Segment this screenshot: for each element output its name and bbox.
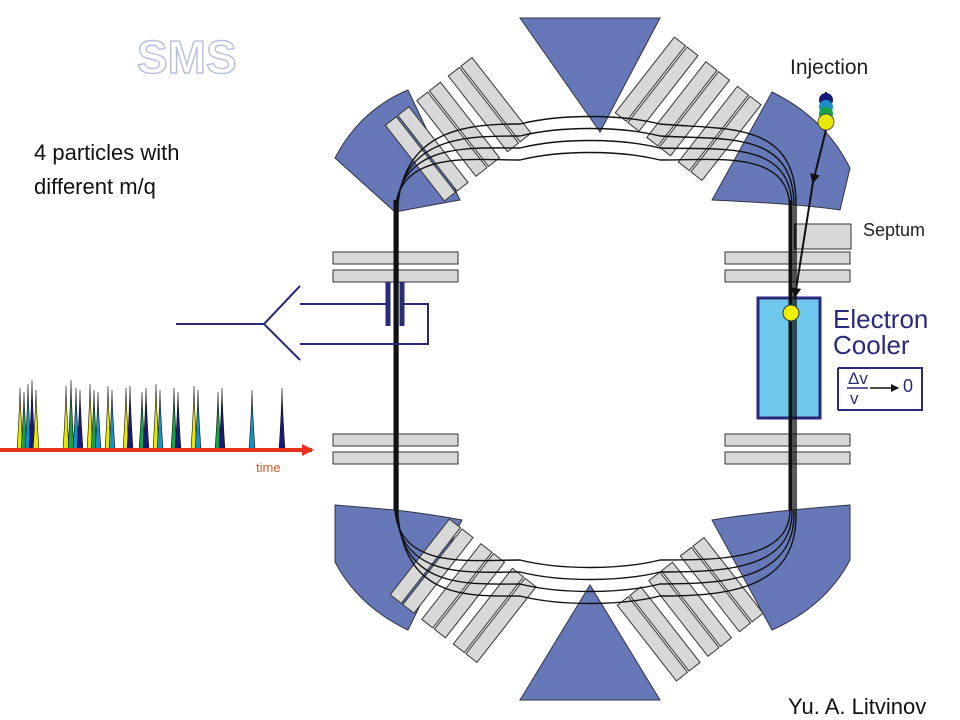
- particle-in-cooler: [782, 304, 800, 322]
- quad-right-lower: [724, 433, 851, 465]
- zero-label: 0: [903, 376, 913, 396]
- signal-peak: [32, 389, 40, 451]
- delta-v-box: [837, 367, 923, 411]
- signal-peaks: [16, 379, 286, 451]
- quad-right-upper: [724, 251, 851, 283]
- title: SMS: [137, 31, 237, 83]
- time-signal: [0, 379, 314, 456]
- annotation-line1: 4 particles with: [34, 140, 180, 165]
- dipole-lower-right: [711, 504, 851, 631]
- dipole-bottom-center: [519, 584, 661, 701]
- dipole-top-center: [519, 17, 661, 133]
- signal-peak: [94, 391, 102, 451]
- electron-cooler-label-2: Cooler: [833, 330, 910, 360]
- time-label: time: [256, 460, 281, 475]
- septum-label: Septum: [863, 220, 925, 240]
- signal-peak: [142, 387, 150, 451]
- delta-v-label: Δv: [848, 369, 868, 388]
- electron-cooler-label-1: Electron: [833, 304, 928, 334]
- main-orbit: [393, 200, 792, 510]
- signal-peak: [108, 389, 116, 451]
- signal-peak: [218, 387, 226, 451]
- signal-peak: [126, 385, 134, 451]
- injection-label: Injection: [790, 56, 868, 79]
- signal-peak: [174, 391, 182, 451]
- quad-group-upper-left: [384, 56, 532, 202]
- particle-yellow: [817, 113, 835, 131]
- signal-peak: [67, 379, 75, 451]
- signal-peak: [156, 389, 164, 451]
- signal-peak: [194, 389, 202, 451]
- signal-peak: [248, 389, 256, 451]
- triangle-amplifier-icon: [262, 285, 301, 361]
- quadrupole-magnets: [332, 36, 852, 682]
- signal-peak: [62, 385, 70, 451]
- annotation-line2: different m/q: [34, 174, 156, 199]
- injection-beam: [791, 92, 835, 298]
- signal-peak: [76, 389, 84, 451]
- signal-peak: [278, 387, 286, 451]
- v-label: v: [850, 389, 859, 408]
- credit: Yu. A. Litvinov: [788, 694, 926, 719]
- dipole-lower-left: [334, 504, 463, 631]
- pickup-circuit: [176, 282, 429, 361]
